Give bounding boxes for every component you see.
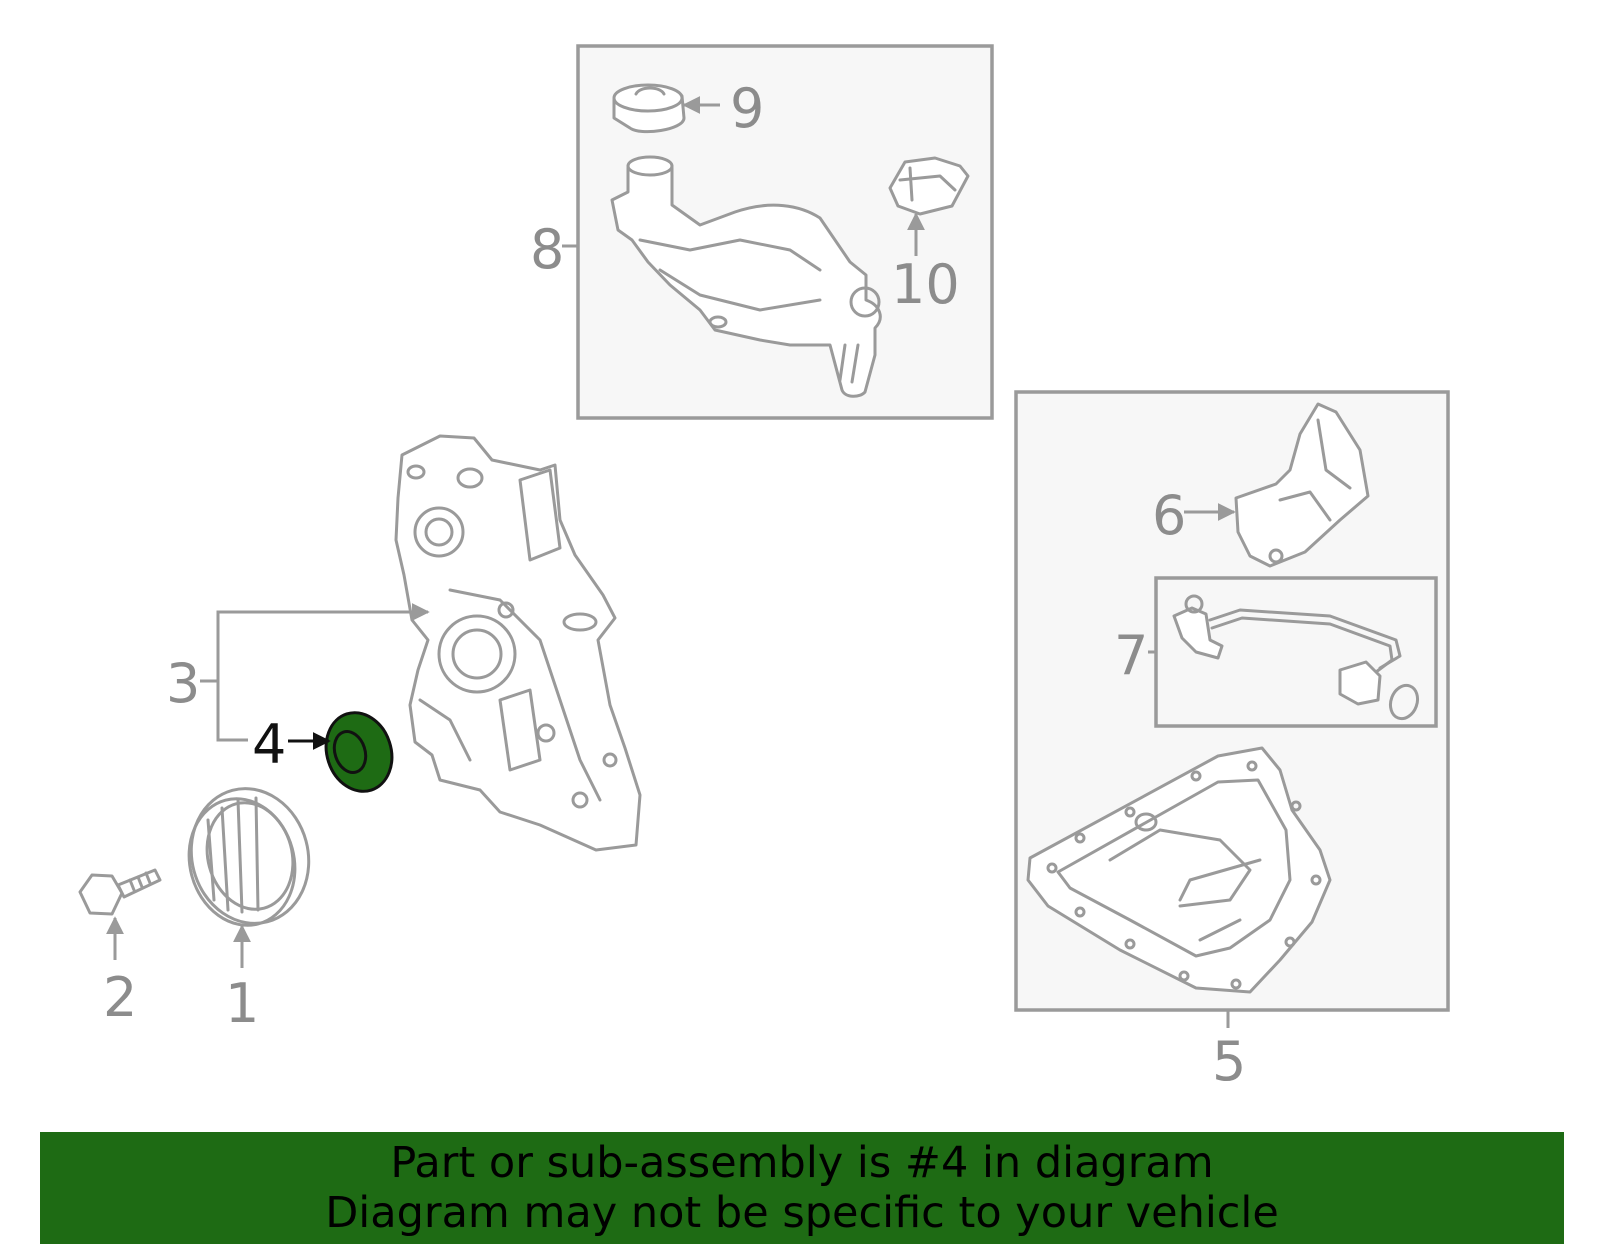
- bracket-6: [1234, 402, 1370, 568]
- callout-7: 7: [1114, 624, 1148, 687]
- pulley-bolt: [78, 868, 162, 916]
- callout-5: 5: [1212, 1030, 1246, 1093]
- sensor-10: [888, 156, 970, 216]
- callout-1: 1: [225, 972, 259, 1035]
- oil-filter-housing: [610, 155, 882, 398]
- banner-line-2: Diagram may not be specific to your vehi…: [325, 1188, 1279, 1238]
- callout-4: 4: [252, 713, 286, 776]
- crankshaft-pulley: [187, 787, 311, 927]
- front-crankshaft-seal: [324, 711, 394, 793]
- oil-filler-cap: [612, 83, 686, 134]
- callout-6: 6: [1152, 484, 1186, 547]
- leader-3: [216, 603, 430, 742]
- banner-line-1: Part or sub-assembly is #4 in diagram: [390, 1138, 1214, 1188]
- callout-10: 10: [891, 253, 960, 316]
- info-banner: Part or sub-assembly is #4 in diagram Di…: [40, 1132, 1564, 1244]
- oil-pan: [1026, 746, 1332, 994]
- seal-inner: [332, 729, 368, 775]
- callout-8: 8: [530, 218, 564, 281]
- timing-cover: [394, 434, 642, 852]
- callout-3: 3: [166, 652, 200, 715]
- oil-level-sensor-7: [1172, 594, 1420, 721]
- callout-2: 2: [103, 966, 137, 1029]
- callout-9: 9: [730, 77, 764, 140]
